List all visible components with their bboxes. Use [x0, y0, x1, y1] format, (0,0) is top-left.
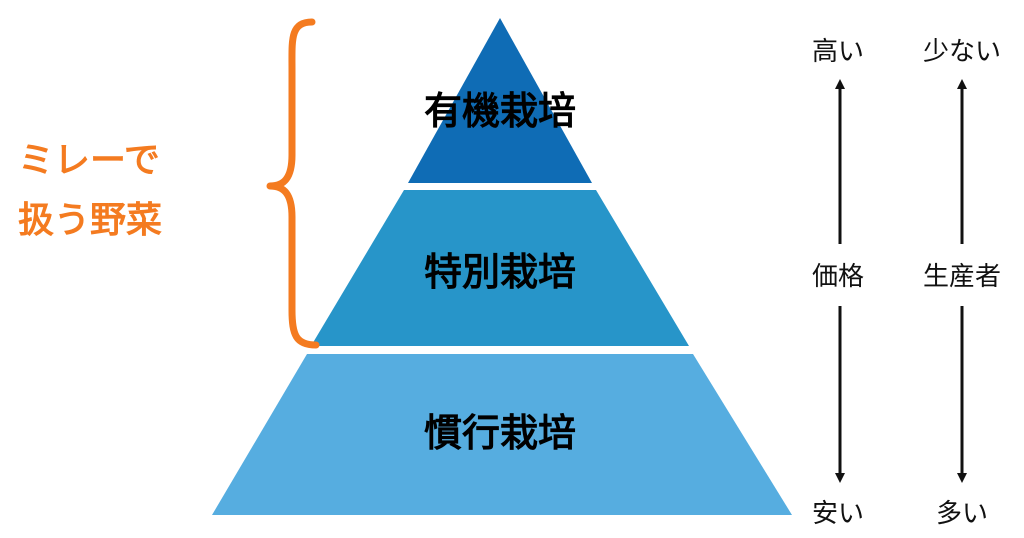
- price-top-label: 高い: [812, 37, 864, 67]
- tier-label-organic: 有機栽培: [424, 89, 576, 133]
- producers-bottom-label: 多い: [936, 499, 988, 529]
- tier-label-conventional: 慣行栽培: [424, 411, 576, 455]
- producers-middle-label: 生産者: [923, 262, 1001, 292]
- bracket-label-line2: 扱う野菜: [18, 200, 162, 241]
- orange-curly-bracket: [266, 18, 320, 349]
- pyramid-tier-top: [408, 18, 592, 183]
- pyramid-tier-bottom: [212, 354, 792, 515]
- tier-label-special: 特別栽培: [424, 250, 576, 294]
- price-middle-label: 価格: [812, 262, 864, 292]
- pyramid-tier-middle: [311, 190, 689, 346]
- producers-top-label: 少ない: [923, 37, 1001, 67]
- bracket-label-line1: ミレーで: [18, 140, 160, 181]
- price-bottom-label: 安い: [812, 499, 864, 529]
